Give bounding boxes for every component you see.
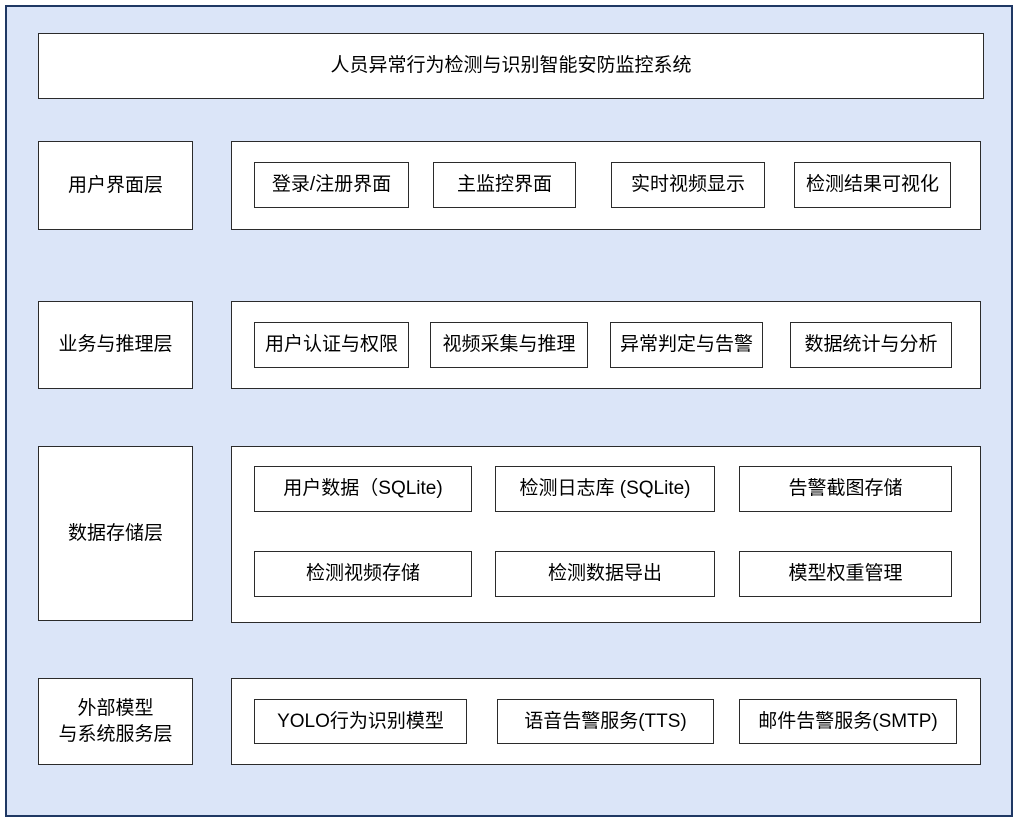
module-alarm-screenshot-storage: 告警截图存储 [739,466,952,512]
diagram-title: 人员异常行为检测与识别智能安防监控系统 [38,33,984,99]
layer-label-business: 业务与推理层 [38,301,193,389]
diagram-panel: 人员异常行为检测与识别智能安防监控系统 用户界面层 登录/注册界面 主监控界面 … [5,5,1013,817]
layer-label-external: 外部模型 与系统服务层 [38,678,193,765]
layer-label-storage: 数据存储层 [38,446,193,621]
module-main-monitor: 主监控界面 [433,162,576,208]
module-user-data-sqlite: 用户数据（SQLite) [254,466,472,512]
module-video-capture-inference: 视频采集与推理 [430,322,588,368]
module-tts-voice-alarm: 语音告警服务(TTS) [497,699,714,744]
module-anomaly-alarm: 异常判定与告警 [610,322,763,368]
module-detection-data-export: 检测数据导出 [495,551,715,597]
module-detection-log-sqlite: 检测日志库 (SQLite) [495,466,715,512]
module-yolo-behavior-model: YOLO行为识别模型 [254,699,467,744]
module-detection-video-storage: 检测视频存储 [254,551,472,597]
module-auth-permissions: 用户认证与权限 [254,322,409,368]
module-data-statistics: 数据统计与分析 [790,322,952,368]
module-model-weight-management: 模型权重管理 [739,551,952,597]
module-live-video: 实时视频显示 [611,162,765,208]
layer-label-ui: 用户界面层 [38,141,193,230]
module-result-visualization: 检测结果可视化 [794,162,951,208]
module-login-register: 登录/注册界面 [254,162,409,208]
module-smtp-email-alarm: 邮件告警服务(SMTP) [739,699,957,744]
